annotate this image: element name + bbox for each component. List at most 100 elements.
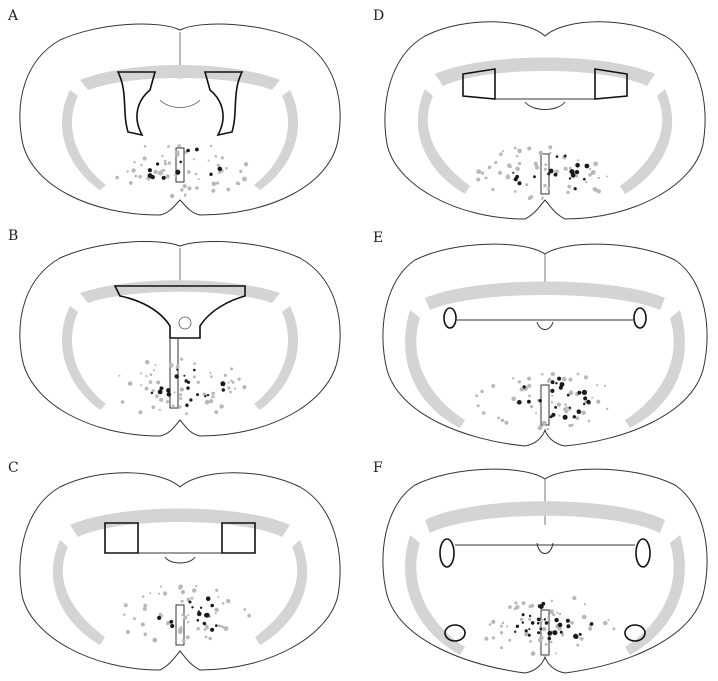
grey-cell-marker xyxy=(543,184,546,187)
grey-cell-marker xyxy=(159,409,161,411)
grey-cell-marker xyxy=(562,633,564,635)
grey-cell-marker xyxy=(159,398,163,402)
grey-cell-marker xyxy=(512,377,514,379)
black-cell-marker xyxy=(204,395,206,397)
black-cell-marker xyxy=(151,392,153,394)
grey-cell-marker xyxy=(115,176,119,180)
ventricle-left xyxy=(440,539,454,567)
black-cell-marker xyxy=(585,164,590,169)
grey-cell-marker xyxy=(499,152,503,156)
grey-cell-marker xyxy=(514,147,517,150)
grey-cell-marker xyxy=(211,395,214,398)
grey-cell-marker xyxy=(538,426,542,430)
grey-cell-marker xyxy=(143,604,147,608)
grey-cell-marker xyxy=(508,639,511,642)
black-cell-marker xyxy=(179,161,182,164)
grey-cell-marker xyxy=(500,625,503,628)
grey-cell-marker xyxy=(562,377,567,382)
grey-cell-marker xyxy=(234,387,236,389)
grey-cell-marker xyxy=(507,174,509,176)
black-cell-marker xyxy=(548,637,552,641)
black-cell-marker xyxy=(170,624,174,628)
grey-cell-marker xyxy=(591,397,593,399)
black-cell-marker xyxy=(156,162,159,165)
grey-cell-marker xyxy=(531,651,536,656)
grey-cell-marker xyxy=(183,184,187,188)
black-cell-marker xyxy=(200,607,202,609)
grey-cell-marker xyxy=(226,188,230,192)
grey-cell-marker xyxy=(576,416,580,420)
grey-cell-marker xyxy=(131,168,135,172)
black-cell-marker xyxy=(220,381,225,386)
grey-cell-marker xyxy=(166,174,170,178)
grey-cell-marker xyxy=(160,586,162,588)
grey-cell-marker xyxy=(219,404,223,408)
grey-cell-marker xyxy=(541,198,543,200)
grey-cell-marker xyxy=(608,619,610,621)
grey-cell-marker xyxy=(158,593,160,595)
grey-cell-marker xyxy=(180,626,182,628)
grey-cell-marker xyxy=(209,372,211,374)
grey-cell-marker xyxy=(502,622,505,625)
black-cell-marker xyxy=(527,400,531,404)
grey-cell-marker xyxy=(541,373,544,376)
grey-cell-marker xyxy=(142,595,145,598)
grey-cell-marker xyxy=(577,373,580,376)
grey-cell-marker xyxy=(230,380,232,382)
grey-cell-marker xyxy=(185,412,188,415)
grey-cell-marker xyxy=(500,646,503,649)
grey-cell-marker xyxy=(477,404,480,407)
cell-markers xyxy=(476,145,608,200)
black-cell-marker xyxy=(590,622,594,626)
black-cell-marker xyxy=(569,169,574,174)
grey-cell-marker xyxy=(492,636,495,639)
cell-markers xyxy=(475,372,608,430)
grey-cell-marker xyxy=(133,617,136,620)
grey-cell-marker xyxy=(569,390,574,395)
grey-cell-marker xyxy=(530,195,534,199)
brain-section-b xyxy=(10,238,350,443)
black-cell-marker xyxy=(537,631,540,634)
black-cell-marker xyxy=(151,175,155,179)
grey-cell-marker xyxy=(227,386,230,389)
black-cell-marker xyxy=(525,629,528,632)
black-cell-marker xyxy=(529,615,531,617)
black-cell-marker xyxy=(560,631,563,634)
black-cell-marker xyxy=(196,393,199,396)
black-cell-marker xyxy=(539,627,542,630)
black-cell-marker xyxy=(176,369,178,371)
grey-cell-marker xyxy=(205,636,208,639)
grey-cell-marker xyxy=(220,626,222,628)
grey-cell-marker xyxy=(123,614,125,616)
black-cell-marker xyxy=(577,409,582,414)
grey-cell-marker xyxy=(527,377,531,381)
grey-cell-marker xyxy=(530,405,533,408)
black-cell-marker xyxy=(193,369,196,372)
black-cell-marker xyxy=(574,635,578,639)
grey-cell-marker xyxy=(179,397,182,400)
grey-cell-marker xyxy=(124,603,128,607)
grey-cell-marker xyxy=(195,173,198,176)
grey-cell-marker xyxy=(184,195,186,197)
black-cell-marker xyxy=(512,172,514,174)
black-cell-marker xyxy=(522,613,525,616)
grey-cell-marker xyxy=(568,424,571,427)
black-cell-marker xyxy=(162,176,166,180)
black-cell-marker xyxy=(554,406,557,409)
grey-cell-marker xyxy=(514,607,517,610)
grey-cell-marker xyxy=(535,165,539,169)
grey-cell-marker xyxy=(140,384,142,386)
grey-cell-marker xyxy=(182,613,185,616)
grey-cell-marker xyxy=(588,420,591,423)
grey-cell-marker xyxy=(577,159,579,161)
grey-cell-marker xyxy=(518,162,521,165)
grey-cell-marker xyxy=(584,603,586,605)
grey-cell-marker xyxy=(134,175,137,178)
grey-cell-marker xyxy=(198,178,200,180)
black-cell-marker xyxy=(187,381,190,384)
grey-cell-marker xyxy=(549,609,554,614)
black-cell-marker xyxy=(175,374,179,378)
black-cell-marker xyxy=(545,621,549,625)
grey-cell-marker xyxy=(195,186,199,190)
grey-cell-marker xyxy=(186,635,190,639)
